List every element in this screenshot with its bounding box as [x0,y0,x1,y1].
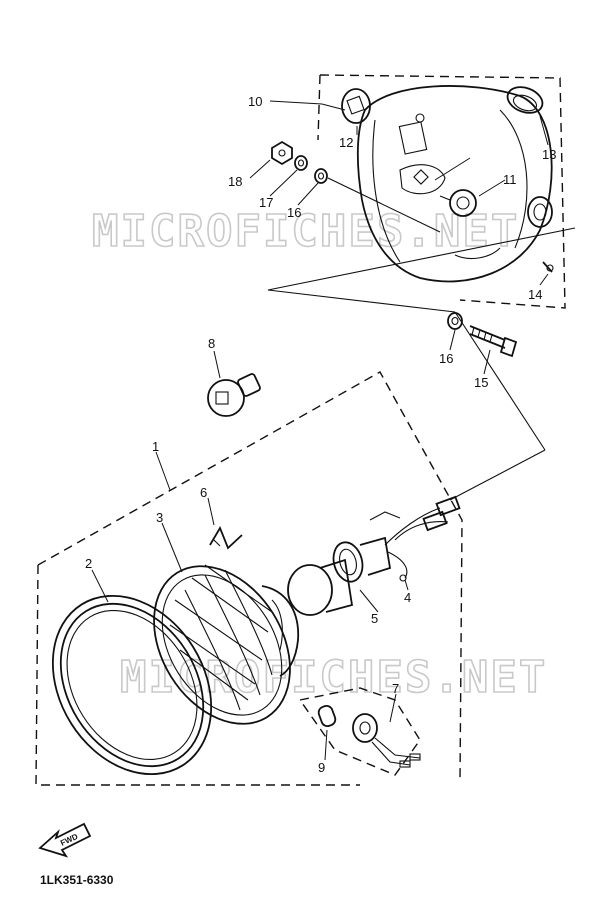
callout-18: 18 [228,174,242,189]
bolt-15 [469,325,518,358]
headlight-bulb-5 [287,536,392,616]
washer-17 [294,155,308,171]
lens-unit-3 [153,564,299,725]
leader-lines [91,100,549,761]
connection-lines [267,177,576,501]
callout-13: 13 [542,147,556,162]
position-bulb-9 [317,704,337,728]
callout-17: 17 [259,195,273,210]
washer-16-bottom [447,312,463,330]
callout-11: 11 [503,172,517,187]
watermark-top: MICROFICHES.NET [92,206,519,257]
forward-arrow-icon: FWD [38,822,92,858]
callout-10: 10 [248,94,262,109]
bulb-8 [207,373,261,417]
callout-15: 15 [474,375,488,390]
callout-1: 1 [152,439,159,454]
side-grommet [527,196,553,228]
callout-16-top: 16 [287,205,301,220]
spring-clip-6 [209,525,243,550]
callout-labels: 1 2 3 4 5 6 7 8 9 10 11 12 13 14 15 16 1… [85,94,556,775]
housing-group-outline [317,74,566,309]
screw-14 [542,261,554,273]
lens-group-outline [35,371,463,786]
nut-18 [271,140,293,166]
callout-7: 7 [392,681,399,696]
callout-5: 5 [371,611,378,626]
diagram-code: 1LK351-6330 [40,873,114,887]
callout-14: 14 [528,287,542,302]
callout-2: 2 [85,556,92,571]
callout-3: 3 [156,510,163,525]
callout-12: 12 [339,135,353,150]
grommet-13 [506,86,544,114]
rim-2 [51,594,213,776]
callout-8: 8 [208,336,215,351]
position-socket-7 [352,713,421,768]
callout-4: 4 [404,590,411,605]
washer-16-top [314,168,328,184]
socket-11 [439,189,477,217]
callout-9: 9 [318,760,325,775]
position-light-group-outline [299,687,421,776]
headlight-housing [356,85,553,283]
grommet-12 [341,88,371,124]
callout-6: 6 [200,485,207,500]
wire-harness-4 [369,495,461,582]
callout-16-bottom: 16 [439,351,453,366]
